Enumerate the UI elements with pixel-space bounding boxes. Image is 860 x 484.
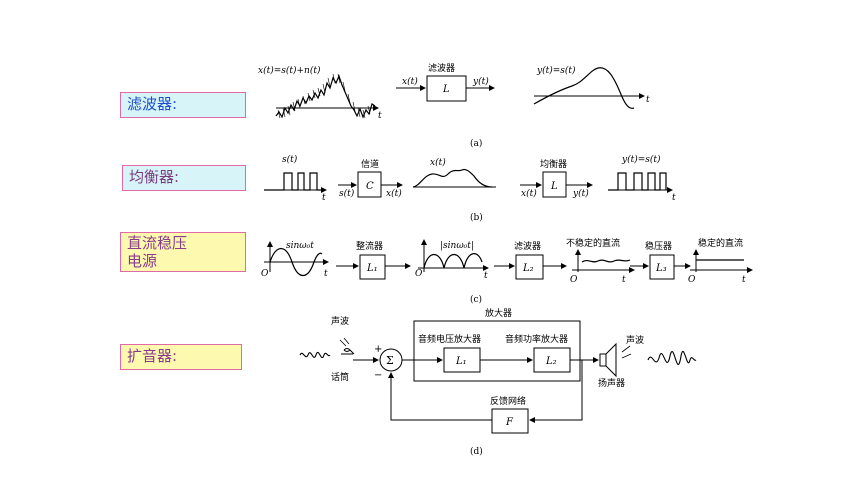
smoothing-filter-block [515, 254, 544, 280]
b-t1: t [322, 193, 326, 203]
d-l2-symbol: L₂ [545, 356, 557, 367]
c-rect-block-symbol: L₁ [366, 263, 378, 274]
pulse-train-output [608, 172, 667, 191]
b-output-label: y(t)=s(t) [621, 154, 661, 165]
speaker-rays-1 [621, 345, 631, 353]
c-origin-4: O [688, 275, 696, 285]
pulse-train-input [264, 172, 322, 191]
a-block-title: 滤波器 [428, 62, 455, 74]
sine-wave [269, 247, 323, 277]
label-filter: 滤波器: [120, 92, 246, 118]
feedback-wire-out [529, 359, 583, 423]
sound-wave-out [647, 351, 697, 365]
speaker-icon-body [599, 353, 607, 367]
mic-rays-2 [343, 337, 350, 345]
a-t2: t [646, 95, 650, 105]
b-input-label: s(t) [282, 154, 298, 165]
d-sound-in-label: 声波 [331, 315, 349, 327]
c-reg-block-symbol: L₃ [655, 263, 667, 274]
microphone-icon [341, 348, 355, 355]
d-speaker-label: 扬声器 [598, 377, 625, 389]
d-minus: − [374, 370, 382, 381]
caption-d: (d) [470, 446, 483, 457]
c-abs-sine-label: |sinω₀t| [440, 241, 474, 251]
caption-b: (b) [470, 212, 483, 223]
d-feedback-label: 反馈网络 [490, 395, 526, 407]
b-eq-block-symbol: L [550, 181, 558, 192]
noisy-wave [275, 74, 376, 119]
b-channel-in: s(t) [339, 188, 355, 199]
a-out: y(t) [472, 76, 489, 87]
c-rect-title: 整流器 [356, 240, 383, 252]
label-dc-line2: 电源 [127, 252, 158, 270]
panel-c [264, 239, 753, 280]
a-block-symbol: L [442, 84, 450, 95]
noise-hatching [277, 73, 371, 119]
label-amplifier: 扩音器: [120, 344, 242, 370]
panel-a [275, 67, 645, 119]
regulator-block [649, 254, 675, 280]
d-voltage-amp-label: 音频电压放大器 [418, 333, 481, 345]
d-sound-out-label: 声波 [626, 334, 644, 346]
d-sum-symbol: Σ [386, 354, 394, 367]
b-channel-title: 信道 [361, 158, 379, 170]
panel-d [299, 320, 697, 434]
d-power-amp-label: 音频功率放大器 [505, 333, 568, 345]
c-unstable-dc-label: 不稳定的直流 [566, 237, 620, 249]
c-origin-3: O [570, 275, 578, 285]
c-filter-block-symbol: L₂ [522, 263, 534, 274]
c-reg-title: 稳压器 [645, 240, 672, 252]
panel-b [264, 168, 673, 198]
c-t-2: t [484, 271, 488, 281]
a-t1: t [378, 111, 382, 121]
speaker-rays-2 [621, 353, 632, 359]
d-l1-symbol: L₁ [455, 356, 467, 367]
a-in: x(t) [402, 76, 418, 87]
c-t-3: t [622, 275, 626, 285]
rectifier-block [359, 254, 386, 280]
unstable-dc-wave [581, 259, 631, 263]
sound-wave-in [299, 351, 331, 359]
c-t-1: t [324, 269, 328, 279]
c-origin-2: O [415, 269, 423, 279]
feedback-block [491, 408, 529, 434]
clean-wave [533, 67, 635, 109]
b-eq-in: x(t) [521, 188, 537, 199]
c-stable-dc-label: 稳定的直流 [698, 237, 743, 249]
b-t3: t [672, 193, 676, 203]
c-sine-label: sinω₀t [286, 241, 314, 251]
b-channel-out: x(t) [386, 188, 402, 199]
feedback-wire-in [388, 372, 492, 421]
mic-rays-1 [339, 339, 347, 347]
c-t-4: t [742, 275, 746, 285]
distorted-wave [412, 168, 493, 188]
a-noisy-signal-label: x(t)=s(t)+n(t) [258, 65, 321, 76]
d-plus: + [374, 344, 382, 355]
rectified-wave [423, 253, 483, 269]
d-mic-label: 话筒 [331, 371, 349, 383]
label-equalizer: 均衡器: [122, 165, 246, 191]
b-distorted-label: x(t) [430, 157, 446, 168]
d-amp-group-label: 放大器 [485, 307, 512, 319]
label-dc-line1: 直流稳压 [127, 234, 188, 252]
b-channel-block-symbol: C [366, 181, 374, 192]
d-f-symbol: F [505, 417, 514, 428]
a-clean-signal-label: y(t)=s(t) [536, 65, 576, 76]
c-filter-title: 滤波器 [514, 240, 541, 252]
caption-c: (c) [470, 294, 482, 305]
b-eq-title: 均衡器 [540, 158, 567, 170]
speaker-icon-cone [605, 342, 617, 378]
label-dc-power-supply: 直流稳压 电源 [120, 232, 246, 272]
caption-a: (a) [470, 138, 482, 149]
b-eq-out: y(t) [572, 188, 589, 199]
amplifier-group-box [413, 320, 581, 382]
c-origin-1: O [261, 269, 269, 279]
